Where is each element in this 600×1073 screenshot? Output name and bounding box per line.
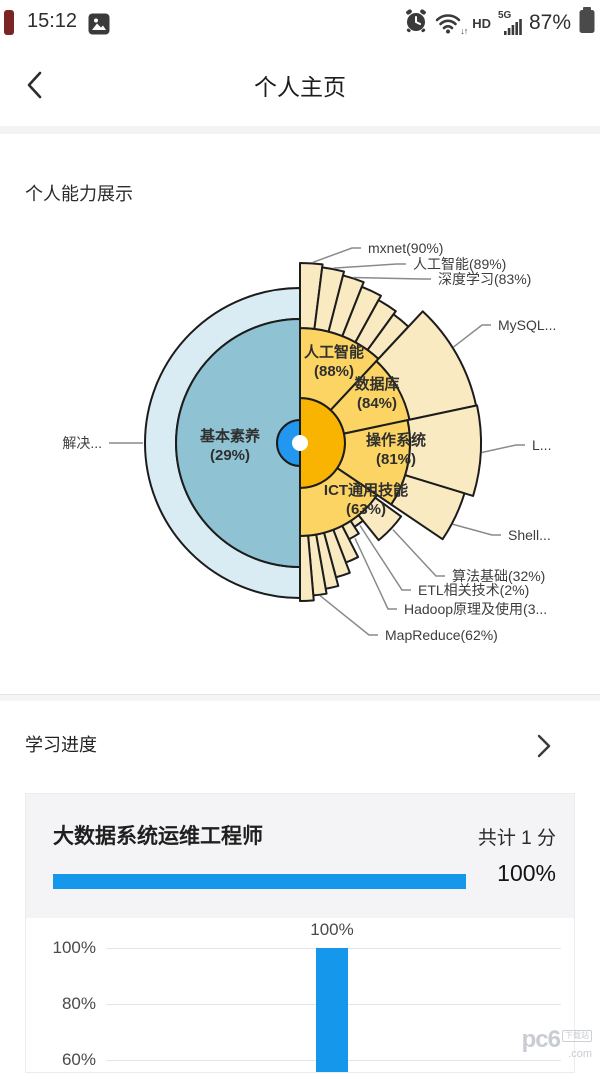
bar-series-rect [316, 948, 348, 1072]
course-title: 大数据系统运维工程师 [53, 825, 263, 848]
callout-line [359, 525, 411, 591]
sunburst-wedge [327, 274, 365, 338]
course-progress-percent: 100% [497, 860, 556, 886]
status-icons-cluster: ↓↑ HD 5G 87% [404, 7, 596, 39]
callout-label: ETL相关技术(2%) [418, 582, 529, 598]
sunburst-center-dot [292, 435, 308, 451]
callout-line [452, 523, 501, 536]
course-progress-bar [53, 874, 466, 889]
sunburst-wedge [404, 404, 482, 497]
callout-label: Shell... [508, 527, 551, 543]
sunburst-wedge [390, 474, 466, 541]
bar-value-label: 100% [310, 920, 354, 939]
sunburst-slice-label: 基本素养(29%) [199, 427, 261, 464]
sunburst-wedge [299, 262, 324, 330]
y-axis-tick-label: 80% [61, 994, 96, 1013]
watermark-suffix: .com [568, 1048, 592, 1060]
callout-line [319, 595, 378, 636]
sunburst-wedge [313, 266, 346, 333]
header-divider [0, 126, 600, 134]
signal-5g-icon: 5G [498, 10, 522, 36]
watermark-logo-text: pc6 [521, 1026, 561, 1053]
sunburst-slice-label: 数据库(84%) [354, 375, 399, 412]
callout-line [392, 529, 445, 577]
callout-line [353, 276, 431, 280]
sunburst-wedge [357, 496, 403, 542]
sunburst-wedge [354, 299, 397, 351]
sunburst-wedge [341, 285, 382, 344]
callout-line [481, 444, 525, 454]
wifi-icon: ↓↑ [435, 10, 468, 36]
sunburst-slice-label: 操作系统(81%) [366, 431, 426, 468]
callout-label: 算法基础(32%) [452, 568, 545, 584]
pc6-watermark: pc6 下载站 .com [522, 1028, 592, 1060]
sunburst-wedge [175, 318, 301, 568]
app-bar: 个人主页 [0, 44, 600, 126]
callout-label: 解决... [62, 435, 102, 451]
learning-progress-title: 学习进度 [25, 735, 97, 755]
notification-red-icon [4, 10, 14, 35]
callout-label: MapReduce(62%) [385, 627, 498, 643]
sunburst-wedge [299, 534, 315, 602]
course-bar-chart: 100% 100% 80% 60% [26, 918, 574, 1072]
network-type-label: 5G [497, 10, 512, 21]
wifi-traffic-arrows-icon: ↓↑ [460, 26, 468, 36]
learning-progress-row[interactable]: 学习进度 [0, 724, 600, 768]
status-bar: 15:12 ↓↑ HD [0, 0, 600, 44]
course-progress-card[interactable]: 大数据系统运维工程师 共计 1 分 100% 100% 100% 80% 60% [25, 793, 575, 1073]
callout-label: 深度学习(83%) [438, 271, 531, 287]
callout-label: 人工智能(89%) [413, 256, 506, 272]
callout-line [453, 324, 491, 348]
hd-indicator: HD [472, 15, 491, 31]
callout-label: Hadoop原理及使用(3... [404, 601, 547, 617]
page-title: 个人主页 [254, 74, 346, 100]
callout-label: MySQL... [498, 317, 556, 333]
ability-section-title: 个人能力展示 [25, 184, 133, 204]
sunburst-slice-label: 人工智能(88%) [304, 343, 364, 380]
battery-percent-label: 87% [528, 11, 571, 34]
gallery-notification-icon [88, 13, 110, 40]
callout-label: L... [532, 437, 551, 453]
course-total-score: 共计 1 分 [477, 828, 556, 849]
callout-line [312, 247, 361, 264]
watermark-badge: 下载站 [562, 1030, 592, 1042]
callout-line [354, 537, 397, 610]
clock-time: 15:12 [27, 10, 78, 32]
course-progress-fill [53, 874, 466, 889]
section-divider [0, 694, 600, 701]
battery-icon [578, 7, 596, 39]
chevron-right-icon[interactable] [536, 733, 552, 764]
y-axis-tick-label: 60% [61, 1050, 96, 1069]
alarm-icon [404, 8, 428, 39]
y-axis-tick-label: 100% [52, 938, 96, 957]
sunburst-slice-label: ICT通用技能(63%) [324, 481, 408, 518]
callout-line [333, 263, 406, 269]
back-button[interactable] [24, 70, 48, 100]
ability-sunburst-chart: 基本素养(29%) 人工智能(88%)数据库(84%) 操作系统(81%) ICT通用… [62, 240, 556, 643]
course-card-header: 大数据系统运维工程师 共计 1 分 100% [26, 794, 574, 918]
callout-label: mxnet(90%) [368, 240, 443, 256]
